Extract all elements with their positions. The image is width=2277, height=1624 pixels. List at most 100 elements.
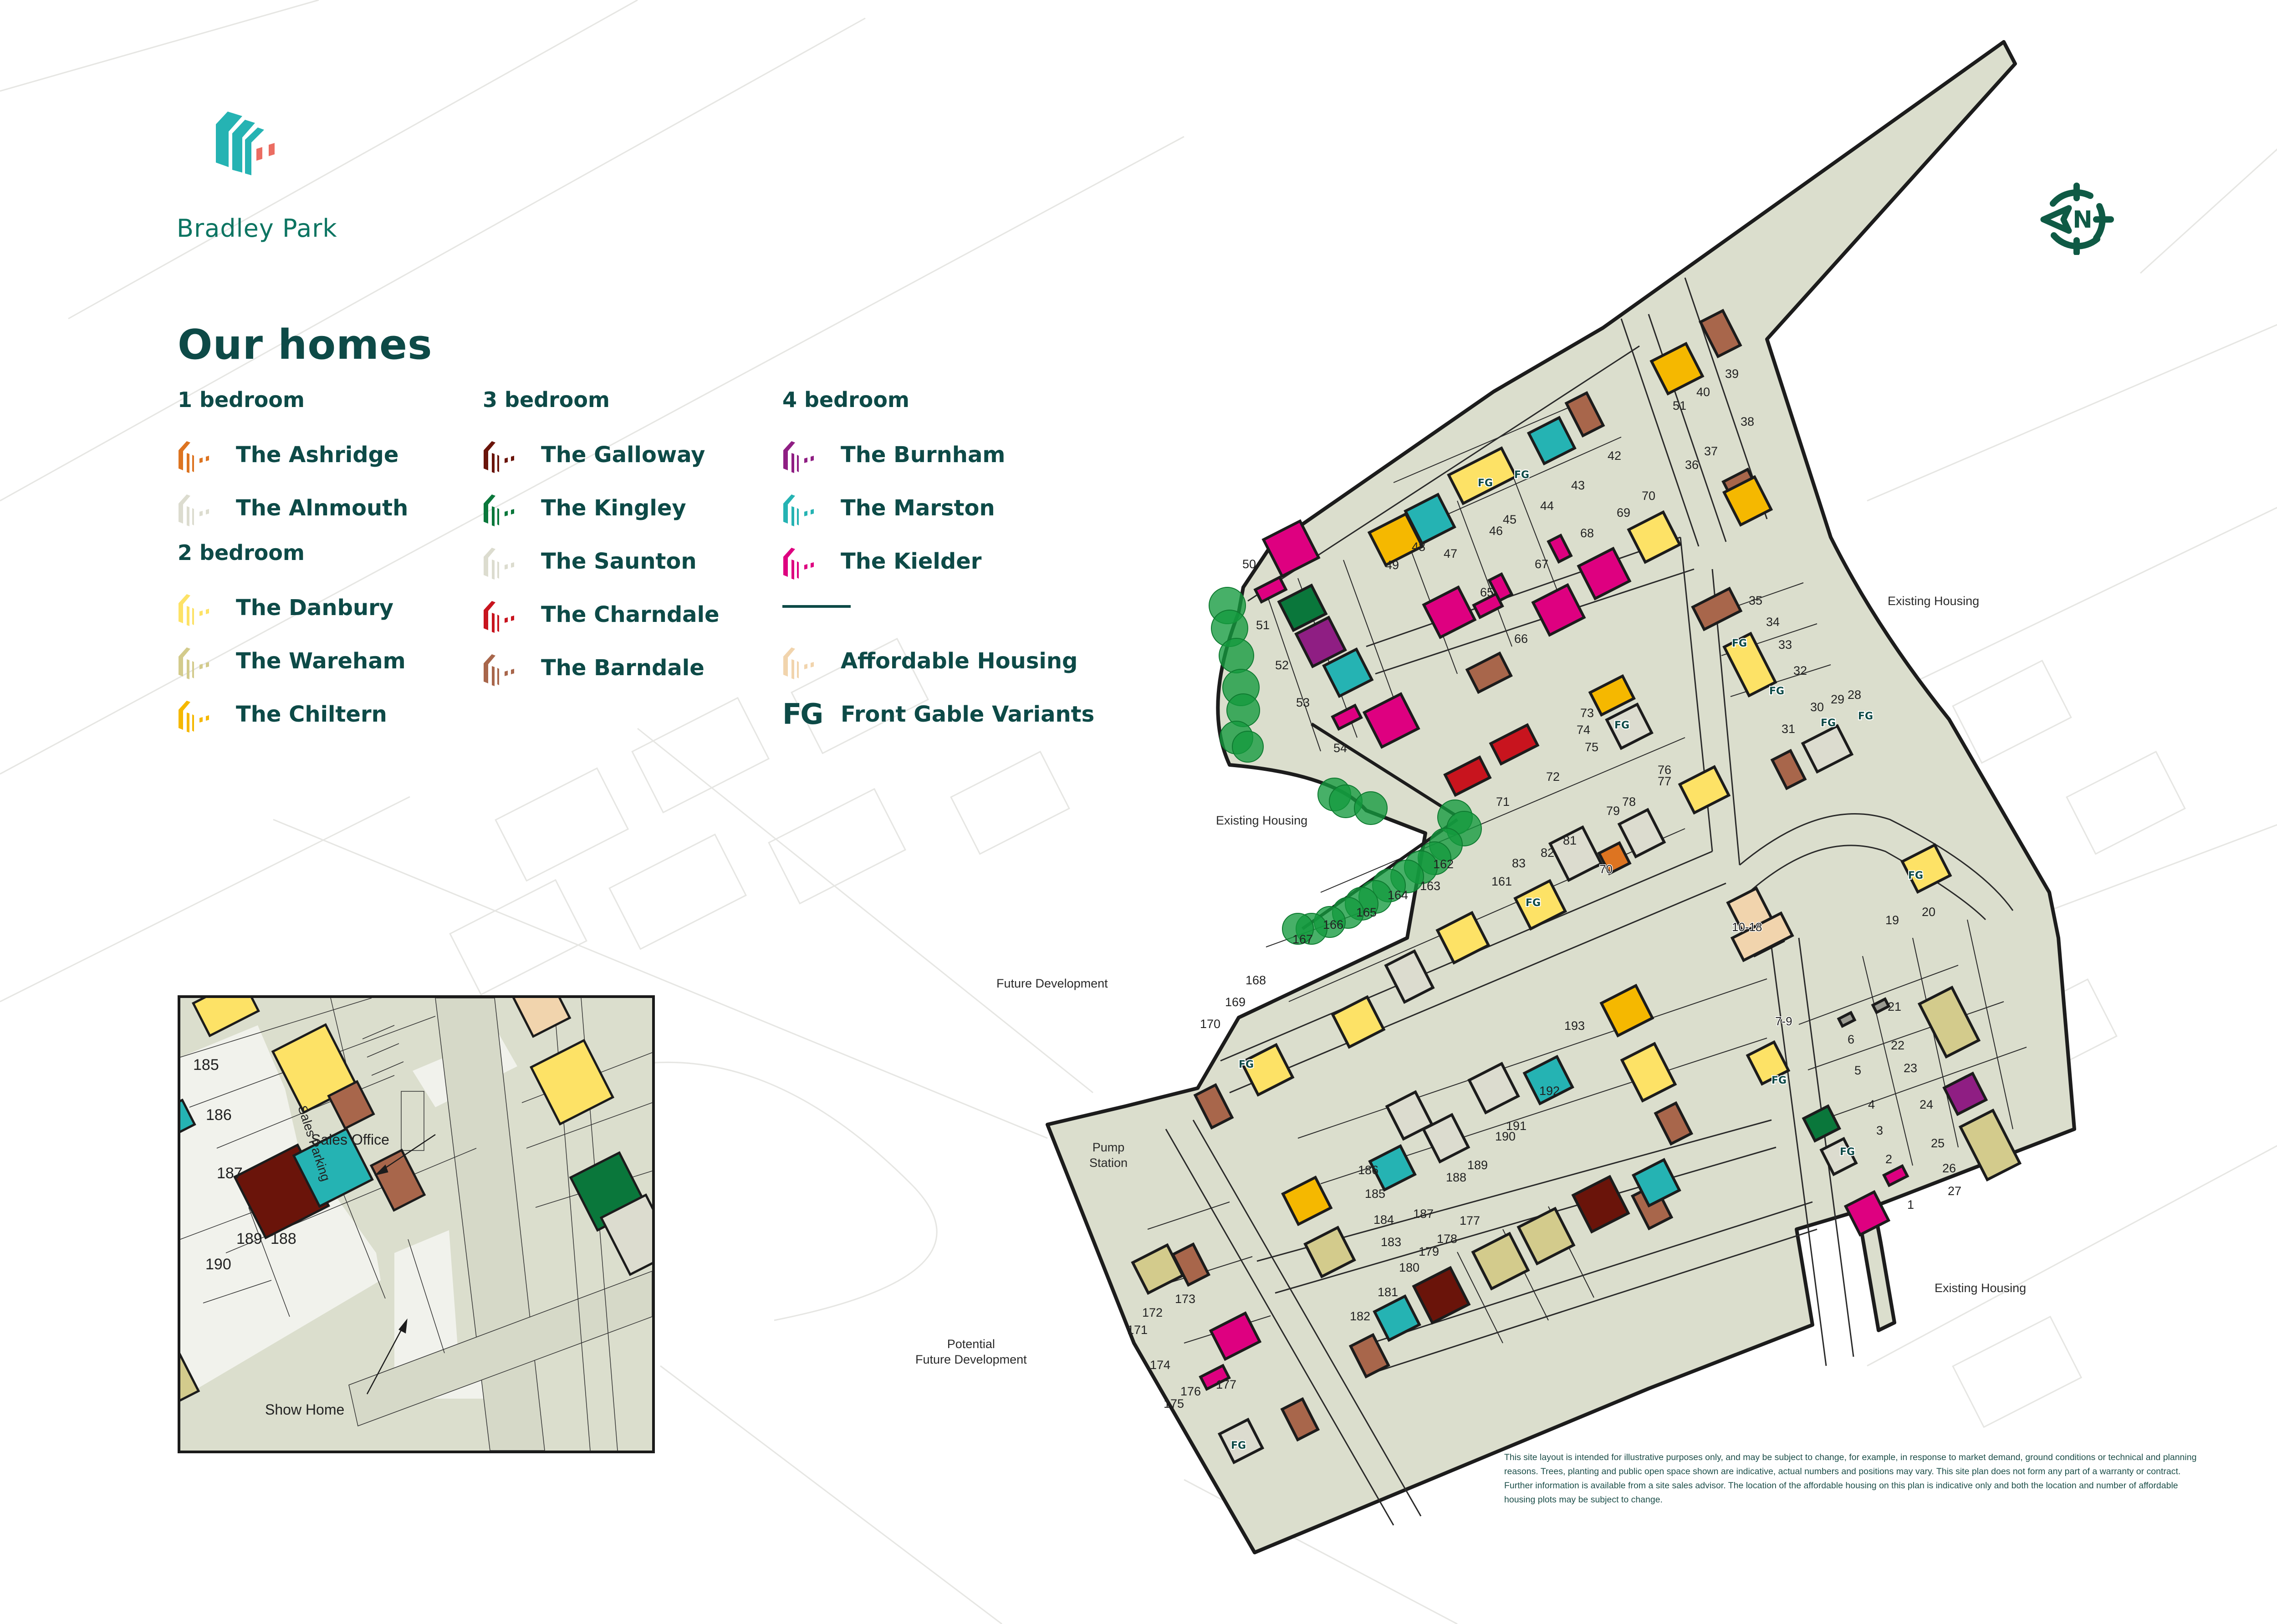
plot-47: 47 [1444,547,1457,560]
fg-marker: FG [1614,720,1629,731]
plot-43: 43 [1571,479,1585,492]
plot-50: 50 [1242,557,1256,571]
plot-62: 72 [1546,770,1560,784]
legend-item-kingley: The Kingley [483,481,720,535]
plot-5: 5 [1854,1064,1861,1077]
plot-2: 2 [1885,1152,1892,1166]
legend-item-marston: The Marston [782,481,1094,535]
plot-42: 42 [1608,449,1621,463]
fg-marker: FG [1858,711,1873,722]
legend-column-1-2-bedroom: 1 bedroom The Ashridge The Alnmouth 2 be… [178,386,408,741]
plot-69: 79 [1606,804,1620,818]
plot-180: 189 [1467,1158,1488,1172]
legend-heading-3-bedroom: 3 bedroom [483,387,610,412]
plot-19: 19 [1885,913,1899,927]
plot-72: 82 [1541,846,1554,860]
plot-177: 186 [1358,1163,1378,1177]
plot-80: 167 [1292,932,1313,946]
inset-plot-186: 186 [206,1106,232,1124]
plot-172: 181 [1378,1285,1398,1299]
area-label-existing-housing-se: Existing Housing [1935,1281,2027,1295]
plot-166: 176 [1180,1385,1201,1398]
plot-10-18-label: 10-18 [1732,920,1762,934]
plot-82: 169 [1225,995,1246,1009]
fg-marker: FG [1821,718,1836,729]
area-label-future-development: Future Development [996,977,1108,990]
area-label-potential-future-development: Potential Future Development [915,1337,1027,1366]
legend-heading-2-bedroom: 2 bedroom [178,540,305,565]
legend-item-galloway: The Galloway [483,428,720,481]
legend-item-ashridge: The Ashridge [178,428,408,481]
plot-7-9-label: 7-9 [1775,1014,1792,1028]
inset-plot-187: 187 [217,1165,243,1182]
plot-68: 78 [1622,795,1636,809]
trees [1209,587,1482,945]
plot-175: 184 [1373,1213,1394,1227]
legend-item-chiltern: The Chiltern [178,687,408,741]
plot-27: 27 [1948,1184,1961,1198]
plot-33: 33 [1778,638,1792,652]
inset-plot-188: 188 [271,1230,296,1247]
plot-173: 182 [1350,1309,1370,1323]
plot-71: 81 [1563,834,1577,847]
fg-marker: FG [1231,1440,1246,1451]
legend-title: Our homes [178,321,433,369]
plot-179: 188 [1446,1171,1466,1184]
compass-north-label: N [2073,206,2093,234]
plot-39: 39 [1725,367,1739,381]
plot-76: 163 [1420,879,1440,893]
plot-29: 29 [1831,692,1844,706]
plot-60: 70 [1642,489,1655,503]
legend-column-3-bedroom: 3 bedroom The Galloway The Kingley The S… [483,386,720,694]
plot-67: 77 [1658,774,1671,788]
legend-item-alnmouth: The Alnmouth [178,481,408,535]
plot-65: 75 [1585,740,1598,754]
plot-167: 177 [1216,1378,1236,1391]
legend-heading-4-bedroom: 4 bedroom [782,387,909,412]
sales-office-inset-map: 185 186 187 189 188 190 Sales Office Sho… [178,995,655,1453]
fg-marker: FG [1732,638,1747,649]
plot-170: 179 [1419,1245,1439,1258]
inset-plot-190: 190 [205,1256,231,1273]
plot-3: 3 [1876,1124,1883,1137]
plot-63: 73 [1580,706,1594,720]
plot-53: 53 [1296,696,1310,709]
legend-item-kielder: The Kielder [782,535,1094,588]
plot-59: 69 [1617,506,1630,519]
fg-marker: FG [1514,469,1529,481]
legend-item-saunton: The Saunton [483,535,720,588]
plot-182: 191 [1506,1119,1527,1133]
plot-178: 187 [1413,1207,1434,1221]
plot-58: 68 [1580,526,1594,540]
plot-74: 161 [1491,875,1512,888]
plot-168: 177 [1460,1214,1480,1227]
legend-item-burnham: The Burnham [782,428,1094,481]
sales-office-label: Sales Office [311,1131,389,1148]
plot-24: 24 [1920,1098,1933,1111]
plot-171: 180 [1399,1261,1419,1274]
plot-26: 26 [1942,1161,1956,1175]
plot-70-label: 70 [1599,862,1613,876]
plot-52: 52 [1275,658,1289,672]
plot-181: 190 [1495,1130,1516,1143]
area-label-pump-station: Pump Station [1089,1140,1128,1170]
plot-37: 37 [1704,444,1718,458]
plot-49: 49 [1385,558,1399,572]
plot-164: 174 [1150,1358,1170,1372]
plot-22: 22 [1891,1039,1904,1052]
plot-161: 171 [1127,1323,1148,1337]
plot-77: 164 [1388,888,1408,902]
area-label-existing-housing-w: Existing Housing [1216,814,1308,827]
plot-41: 51 [1673,399,1686,412]
legend-item-wareham: The Wareham [178,634,408,687]
fg-marker: FG [1772,1075,1787,1086]
plot-38: 38 [1741,415,1754,428]
plot-169: 178 [1437,1232,1457,1246]
fg-marker: FG [1769,686,1784,697]
plot-31: 31 [1782,722,1795,736]
legend-item-affordable-housing: Affordable Housing [782,634,1094,687]
inset-map-drawing: 185 186 187 189 188 190 Sales Office Sho… [180,998,652,1451]
plot-34: 34 [1766,615,1780,629]
fg-marker: FG [1840,1146,1855,1158]
plot-23: 23 [1904,1061,1917,1075]
